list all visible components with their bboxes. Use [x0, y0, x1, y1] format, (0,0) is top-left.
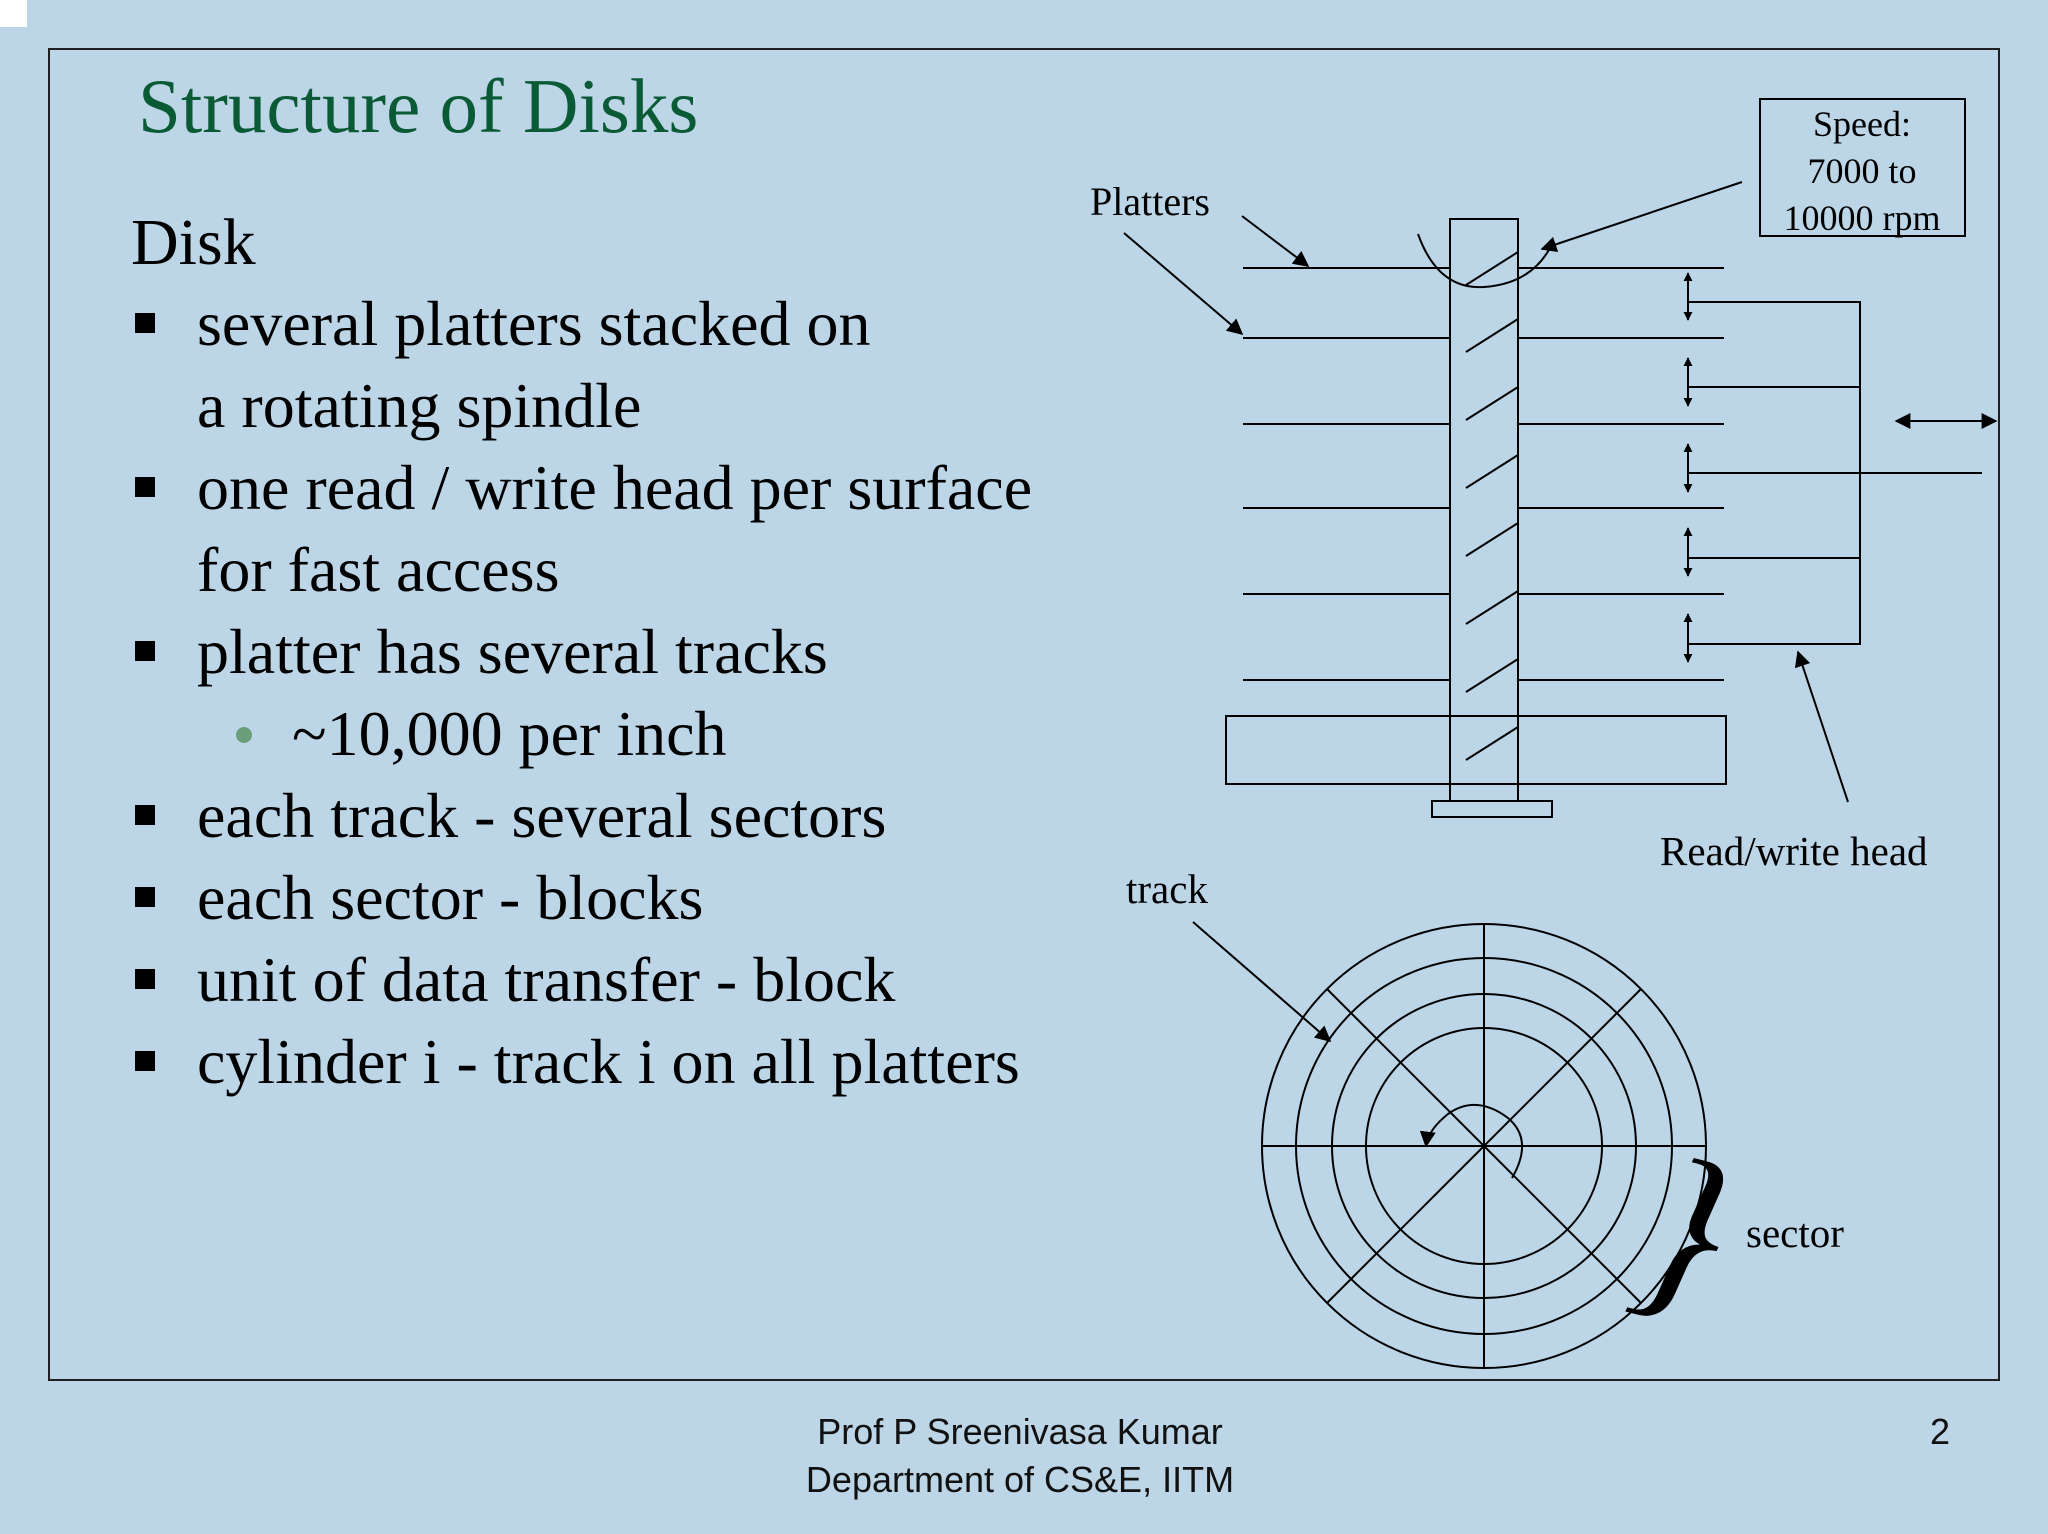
- corner-mark: [0, 0, 27, 27]
- spindle-hatching: [1465, 251, 1519, 761]
- sector-line: [1326, 988, 1642, 1304]
- speed-label-line-3: 10000 rpm: [1784, 198, 1941, 238]
- square-bullet-icon: [135, 805, 155, 825]
- head-arm-assembly: [1688, 301, 1982, 645]
- bullet-text: each sector - blocks: [197, 862, 704, 933]
- platters-arrow-lower: [1123, 232, 1244, 336]
- bullet-text: cylinder i - track i on all platters: [197, 1026, 1020, 1097]
- bullet-text: each track - several sectors: [197, 780, 887, 851]
- footer-author: Prof P Sreenivasa Kumar: [817, 1411, 1223, 1452]
- bullet-text: for fast access: [197, 534, 560, 605]
- rotation-direction-arrow: [1419, 1103, 1524, 1179]
- square-bullet-icon: [135, 887, 155, 907]
- square-bullet-icon: [135, 477, 155, 497]
- sub-bullet-text: ~10,000 per inch: [292, 698, 727, 769]
- spindle-base: [1225, 715, 1727, 785]
- slide-title: Structure of Disks: [138, 63, 699, 149]
- read-write-head-arrow: [1794, 650, 1849, 803]
- spindle: [1449, 218, 1519, 802]
- speed-label-box: [1759, 98, 1966, 237]
- rotation-arc: [1417, 233, 1551, 289]
- speed-label-line-2: 7000 to: [1807, 151, 1916, 191]
- footer-department: Department of CS&E, IITM: [805, 1459, 1235, 1500]
- dot-bullet-icon: [236, 727, 252, 743]
- sector-label: sector: [1746, 1210, 1844, 1256]
- bullet-text: a rotating spindle: [197, 370, 642, 441]
- track-label: track: [1126, 866, 1208, 912]
- bullet-text: several platters stacked on: [197, 288, 871, 359]
- square-bullet-icon: [135, 313, 155, 333]
- platter-top-view: [1261, 923, 1707, 1369]
- platters-arrow-upper: [1241, 215, 1310, 267]
- platters-label: Platters: [1090, 179, 1210, 224]
- spindle-foot: [1431, 800, 1553, 818]
- slide-footer: Prof P Sreenivasa Kumar Department of CS…: [620, 1408, 1420, 1504]
- track-arrow: [1192, 921, 1332, 1043]
- page-number: 2: [1929, 1411, 1950, 1452]
- slide-frame: [48, 48, 2000, 1381]
- square-bullet-icon: [135, 969, 155, 989]
- slide-body: Disk several platters stacked on a rotat…: [0, 0, 1120, 1140]
- bullet-text: unit of data transfer - block: [197, 944, 896, 1015]
- square-bullet-icon: [135, 1051, 155, 1071]
- read-write-head-label: Read/write head: [1660, 828, 1928, 874]
- speed-arrow: [1540, 181, 1743, 253]
- sector-brace: }: [1618, 1113, 1749, 1347]
- speed-label-line-1: Speed:: [1813, 104, 1911, 144]
- square-bullet-icon: [135, 641, 155, 661]
- bullet-text: one read / write head per surface: [197, 452, 1033, 523]
- platters: [1243, 267, 1724, 681]
- bullet-text: platter has several tracks: [197, 616, 828, 687]
- disk-heading: Disk: [131, 206, 256, 279]
